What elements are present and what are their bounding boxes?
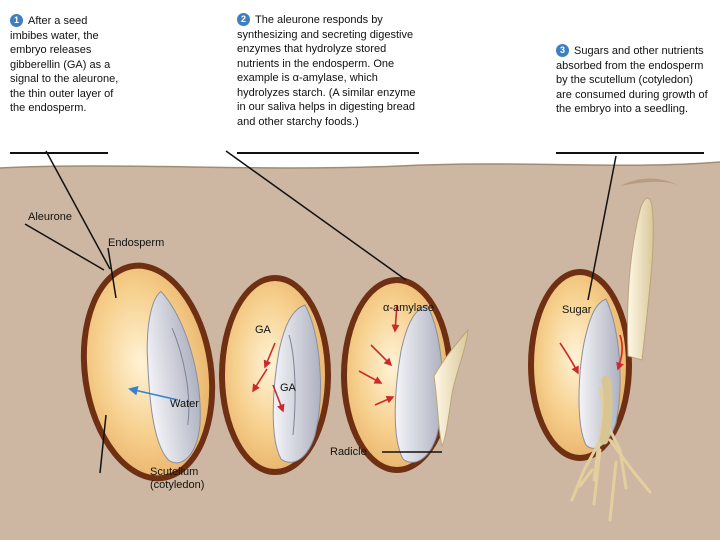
step-2-number: 2 bbox=[237, 13, 250, 26]
label-scutellum: Scutellum (cotyledon) bbox=[150, 466, 205, 491]
label-ga-2: GA bbox=[280, 382, 296, 394]
seedling-shoot bbox=[627, 197, 654, 361]
label-radicle: Radicle bbox=[330, 446, 367, 458]
embryo-2 bbox=[272, 304, 321, 463]
seed-4 bbox=[528, 269, 632, 461]
soil-mound bbox=[620, 178, 680, 186]
callout-1-underline bbox=[10, 152, 108, 154]
embryo-1 bbox=[146, 290, 201, 464]
seed-2 bbox=[219, 275, 331, 475]
soil-surface-line bbox=[0, 161, 720, 169]
label-sugar: Sugar bbox=[562, 304, 592, 316]
seed-3 bbox=[341, 277, 453, 473]
label-ga-1: GA bbox=[255, 324, 271, 336]
step-3-text: Sugars and other nutrients absorbed from… bbox=[556, 45, 708, 115]
callout-2-underline bbox=[237, 152, 419, 154]
radicle-root bbox=[433, 328, 469, 448]
label-endosperm: Endosperm bbox=[108, 237, 165, 249]
callout-3-underline bbox=[556, 152, 704, 154]
step-2-text: The aleurone responds by synthesizing an… bbox=[237, 14, 416, 128]
step-1-number: 1 bbox=[10, 14, 23, 27]
step-3-number: 3 bbox=[556, 44, 569, 57]
step-1-text: After a seed imbibes water, the embryo r… bbox=[10, 15, 119, 114]
label-alpha-amylase: α-amylase bbox=[383, 302, 434, 314]
seed-1 bbox=[80, 262, 216, 482]
label-water: Water bbox=[170, 398, 199, 410]
leader-lines bbox=[24, 150, 617, 474]
label-aleurone: Aleurone bbox=[28, 211, 73, 223]
water-arrow bbox=[128, 386, 179, 401]
